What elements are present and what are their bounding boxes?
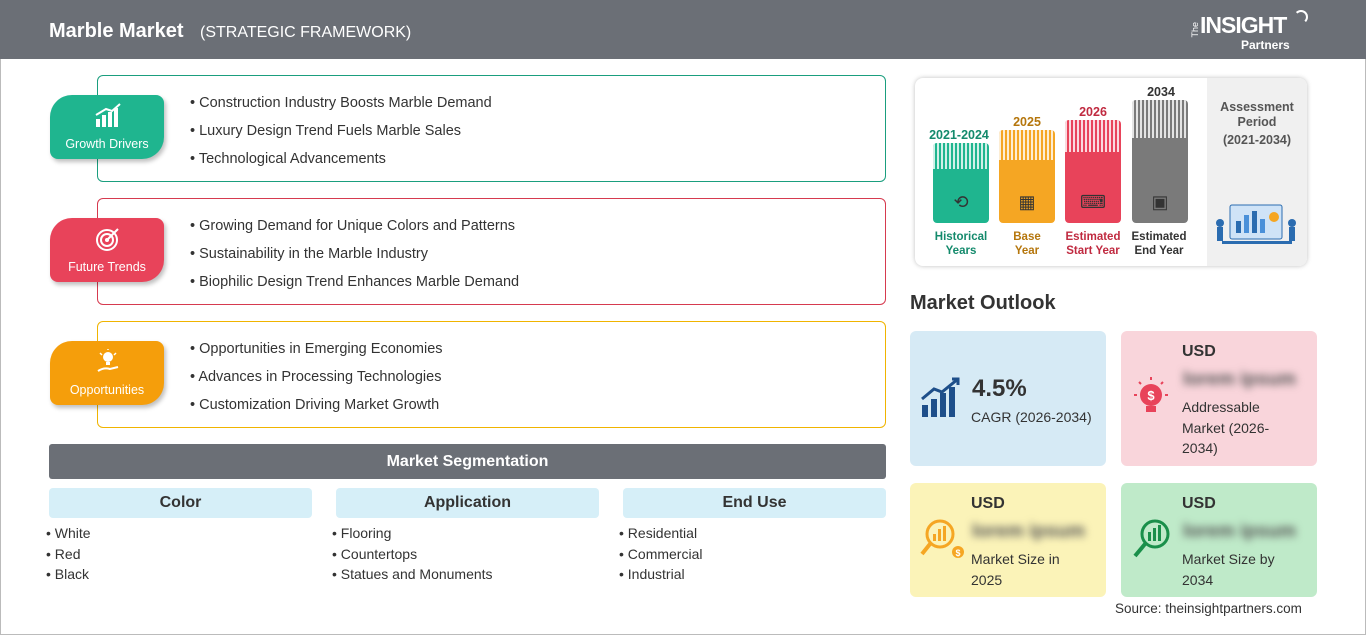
analytics-illustration-icon: [1216, 204, 1296, 244]
page-subtitle: (STRATEGIC FRAMEWORK): [200, 24, 412, 41]
list-item: Luxury Design Trend Fuels Marble Sales: [190, 123, 492, 151]
calendar-icon: ▦: [1018, 192, 1036, 212]
market-outlook-title: Market Outlook: [910, 292, 1056, 314]
timeline-bar-end: [1132, 100, 1188, 223]
target-icon: [96, 228, 119, 251]
growth-drivers-card: Construction Industry Boosts Marble Dema…: [97, 75, 886, 182]
market-segmentation-header: Market Segmentation: [49, 444, 886, 479]
list-item: Sustainability in the Marble Industry: [190, 246, 519, 274]
opportunities-label: Opportunities: [69, 383, 145, 397]
future-trends-label: Future Trends: [68, 260, 146, 274]
size-2034-value: lorem ipsum: [1183, 521, 1296, 542]
history-icon: ⟲: [953, 192, 969, 212]
list-item: Customization Driving Market Growth: [190, 397, 443, 425]
logo-insight: INSIGHT: [1200, 12, 1287, 38]
future-trends-badge: Future Trends: [50, 218, 164, 282]
future-trends-card: Growing Demand for Unique Colors and Pat…: [97, 198, 886, 305]
cagr-value: 4.5%: [972, 375, 1027, 402]
list-item: Technological Advancements: [190, 151, 492, 179]
timeline-year: 2025: [1013, 115, 1041, 129]
segment-head: Application: [336, 488, 599, 518]
segment-application: Application Flooring Countertops Statues…: [336, 488, 599, 587]
list-item: Construction Industry Boosts Marble Dema…: [190, 95, 492, 123]
size-2025-usd: USD: [971, 495, 1005, 512]
list-item: Flooring: [332, 525, 599, 546]
timeline-year: 2034: [1147, 85, 1175, 99]
opportunities-card: Opportunities in Emerging Economies Adva…: [97, 321, 886, 428]
list-item: Industrial: [619, 566, 886, 587]
svg-text:$: $: [955, 548, 960, 558]
timeline-year: 2021-2024: [929, 128, 989, 142]
list-item: Advances in Processing Technologies: [190, 369, 443, 397]
assessment-period: (2021-2034): [1222, 133, 1292, 147]
magnifier-chart-icon: [1133, 519, 1170, 558]
magnifier-chart-icon: $: [920, 519, 964, 558]
timeline-year: 2026: [1079, 105, 1107, 119]
addressable-value: lorem ipsum: [1183, 369, 1296, 390]
svg-text:$: $: [1147, 388, 1155, 403]
list-item: Red: [46, 546, 312, 567]
list-item: Statues and Monuments: [332, 566, 599, 587]
segment-head: Color: [49, 488, 312, 518]
size-2034-usd: USD: [1182, 495, 1216, 512]
list-item: Growing Demand for Unique Colors and Pat…: [190, 218, 519, 246]
opportunities-list: Opportunities in Emerging Economies Adva…: [190, 341, 443, 425]
page-title: Marble Market: [49, 20, 184, 42]
list-item: Countertops: [332, 546, 599, 567]
timeline-bar-historical: [933, 143, 989, 223]
list-item: Commercial: [619, 546, 886, 567]
bar-growth-icon: [95, 103, 121, 127]
lightbulb-hand-icon: [97, 349, 119, 372]
future-trends-list: Growing Demand for Unique Colors and Pat…: [190, 218, 519, 302]
growth-drivers-label: Growth Drivers: [65, 137, 149, 151]
header-bar: Marble Market (STRATEGIC FRAMEWORK) The …: [0, 0, 1366, 59]
chart-start-icon: ⌨: [1080, 192, 1106, 212]
list-item: Opportunities in Emerging Economies: [190, 341, 442, 369]
list-item: Black: [46, 566, 312, 587]
cagr-label: CAGR (2026-2034): [971, 409, 1092, 425]
lightbulb-dollar-icon: $: [1134, 377, 1168, 412]
addressable-usd: USD: [1182, 343, 1216, 360]
growth-drivers-list: Construction Industry Boosts Marble Dema…: [190, 95, 492, 179]
presentation-icon: ▣: [1151, 192, 1169, 212]
timeline-bar-base: [999, 130, 1055, 223]
list-item: White: [46, 525, 312, 546]
segment-end-use: End Use Residential Commercial Industria…: [623, 488, 886, 587]
logo-partners: Partners: [1241, 38, 1290, 52]
list-item: Biophilic Design Trend Enhances Marble D…: [190, 274, 519, 302]
segment-head: End Use: [623, 488, 886, 518]
source-credit[interactable]: Source: theinsightpartners.com: [1115, 601, 1302, 616]
timeline-bar-start: [1065, 120, 1121, 223]
logo-arc-icon: [1294, 10, 1308, 24]
cagr-card: 4.5% CAGR (2026-2034): [910, 331, 1106, 466]
growth-drivers-badge: Growth Drivers: [50, 95, 164, 159]
segment-color: Color White Red Black: [49, 488, 312, 587]
logo-the: The: [1190, 22, 1200, 38]
bar-growth-icon: [921, 377, 960, 417]
opportunities-badge: Opportunities: [50, 341, 164, 405]
size-2025-value: lorem ipsum: [972, 521, 1085, 542]
insight-partners-logo[interactable]: The INSIGHT Partners: [1190, 8, 1320, 54]
list-item: Residential: [619, 525, 886, 546]
